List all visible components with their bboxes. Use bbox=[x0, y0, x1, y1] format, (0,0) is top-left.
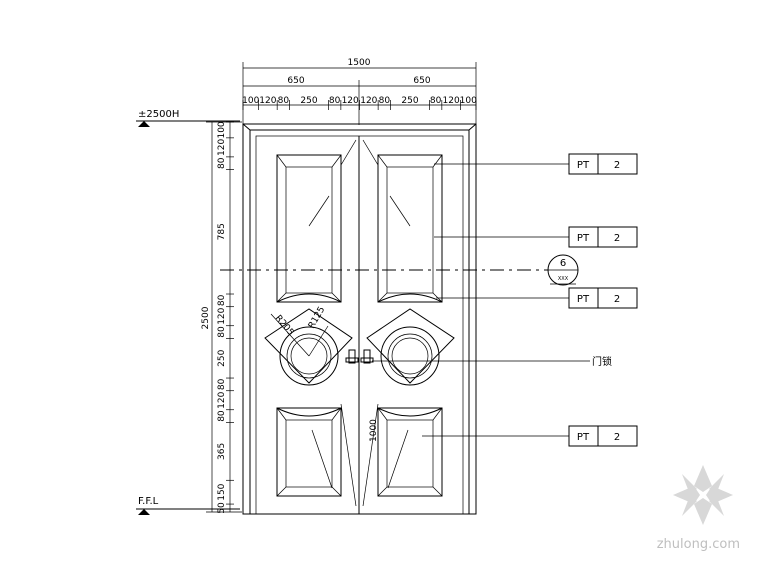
handle-height-label: 1000 bbox=[369, 419, 379, 442]
top-dimension-segment-label: 80 bbox=[379, 96, 391, 106]
top-dimension-segment-label: 100 bbox=[242, 96, 259, 106]
top-dimension-segment-label: 100 bbox=[460, 96, 477, 106]
side-dimension-segment-label: 100 bbox=[217, 121, 227, 138]
side-dimension-segment-label: 80 bbox=[217, 157, 227, 169]
watermark-text: zhulong.com bbox=[657, 537, 740, 552]
door-frame bbox=[242, 123, 477, 515]
left-leaf-width-label: 650 bbox=[287, 76, 304, 86]
callout-4-code: PT bbox=[577, 432, 590, 443]
right-medallion-outer bbox=[380, 326, 440, 386]
side-dimension-segment-label: 120 bbox=[217, 139, 227, 156]
top-dimension-segment-label: 250 bbox=[300, 96, 317, 106]
top-dimension-segment-label: 120 bbox=[360, 96, 377, 106]
section-marker-number: 6 bbox=[560, 258, 566, 269]
callout-1: PT 2 bbox=[568, 153, 638, 175]
callout-2-value: 2 bbox=[614, 233, 620, 244]
callout-2-code: PT bbox=[577, 233, 590, 244]
section-marker: 6 XXX bbox=[547, 254, 579, 286]
side-dimension-segment-label: 50 bbox=[217, 502, 227, 514]
circle-radius-label: R125 bbox=[307, 305, 327, 330]
right-leaf-width-label: 650 bbox=[413, 76, 430, 86]
side-dimension-segment-label: 120 bbox=[217, 391, 227, 408]
side-dimension-segment-label: 80 bbox=[217, 294, 227, 306]
top-dimension-segment-label: 80 bbox=[329, 96, 341, 106]
watermark-logo-icon bbox=[673, 465, 733, 525]
top-dimension-segment-label: 120 bbox=[259, 96, 276, 106]
callout-3-value: 2 bbox=[614, 294, 620, 305]
side-dimension-segment-label: 80 bbox=[217, 326, 227, 338]
callout-1-value: 2 bbox=[614, 160, 620, 171]
left-medallion-outer bbox=[279, 326, 339, 386]
top-dimension-segment-label: 120 bbox=[443, 96, 460, 106]
top-dimension-segment-label: 80 bbox=[430, 96, 442, 106]
top-dimension-segment-label: 250 bbox=[401, 96, 418, 106]
callout-2: PT 2 bbox=[568, 226, 638, 248]
side-dimension-chain: 2500 50150365801208025080120807858012010… bbox=[201, 121, 242, 514]
floor-marker-label: F.F.L bbox=[138, 496, 159, 507]
callout-group: PT 2 PT 2 PT 2 PT 2 门锁 bbox=[372, 153, 638, 447]
callout-4: PT 2 bbox=[568, 425, 638, 447]
door-handles bbox=[345, 349, 374, 364]
top-dimension-segment-label: 120 bbox=[342, 96, 359, 106]
arch-radius-label: R205 bbox=[273, 314, 296, 338]
left-door-leaf: R205 R125 bbox=[264, 139, 357, 507]
top-dimension-segment-label: 80 bbox=[278, 96, 290, 106]
height-marker: ±2500H bbox=[136, 109, 240, 127]
right-door-leaf: 1000 bbox=[362, 139, 455, 507]
height-marker-label: ±2500H bbox=[138, 109, 179, 120]
hardware-label: 门锁 bbox=[592, 355, 612, 368]
callout-3: PT 2 bbox=[568, 287, 638, 309]
side-dimension-segment-label: 785 bbox=[217, 223, 227, 240]
overall-width-label: 1500 bbox=[348, 58, 371, 68]
side-dimension-segment-label: 365 bbox=[217, 443, 227, 460]
side-dimension-segment-label: 120 bbox=[217, 307, 227, 324]
callout-3-code: PT bbox=[577, 294, 590, 305]
callout-1-code: PT bbox=[577, 160, 590, 171]
callout-4-value: 2 bbox=[614, 432, 620, 443]
section-marker-sheet: XXX bbox=[558, 276, 569, 282]
floor-marker: F.F.L bbox=[136, 496, 240, 515]
side-dimension-segment-label: 150 bbox=[217, 483, 227, 500]
side-dimension-segment-label: 80 bbox=[217, 378, 227, 390]
side-dimension-segment-label: 250 bbox=[217, 349, 227, 366]
side-dimension-segment-label: 80 bbox=[217, 410, 227, 422]
overall-height-label: 2500 bbox=[201, 306, 211, 329]
watermark: zhulong.com bbox=[657, 465, 740, 552]
